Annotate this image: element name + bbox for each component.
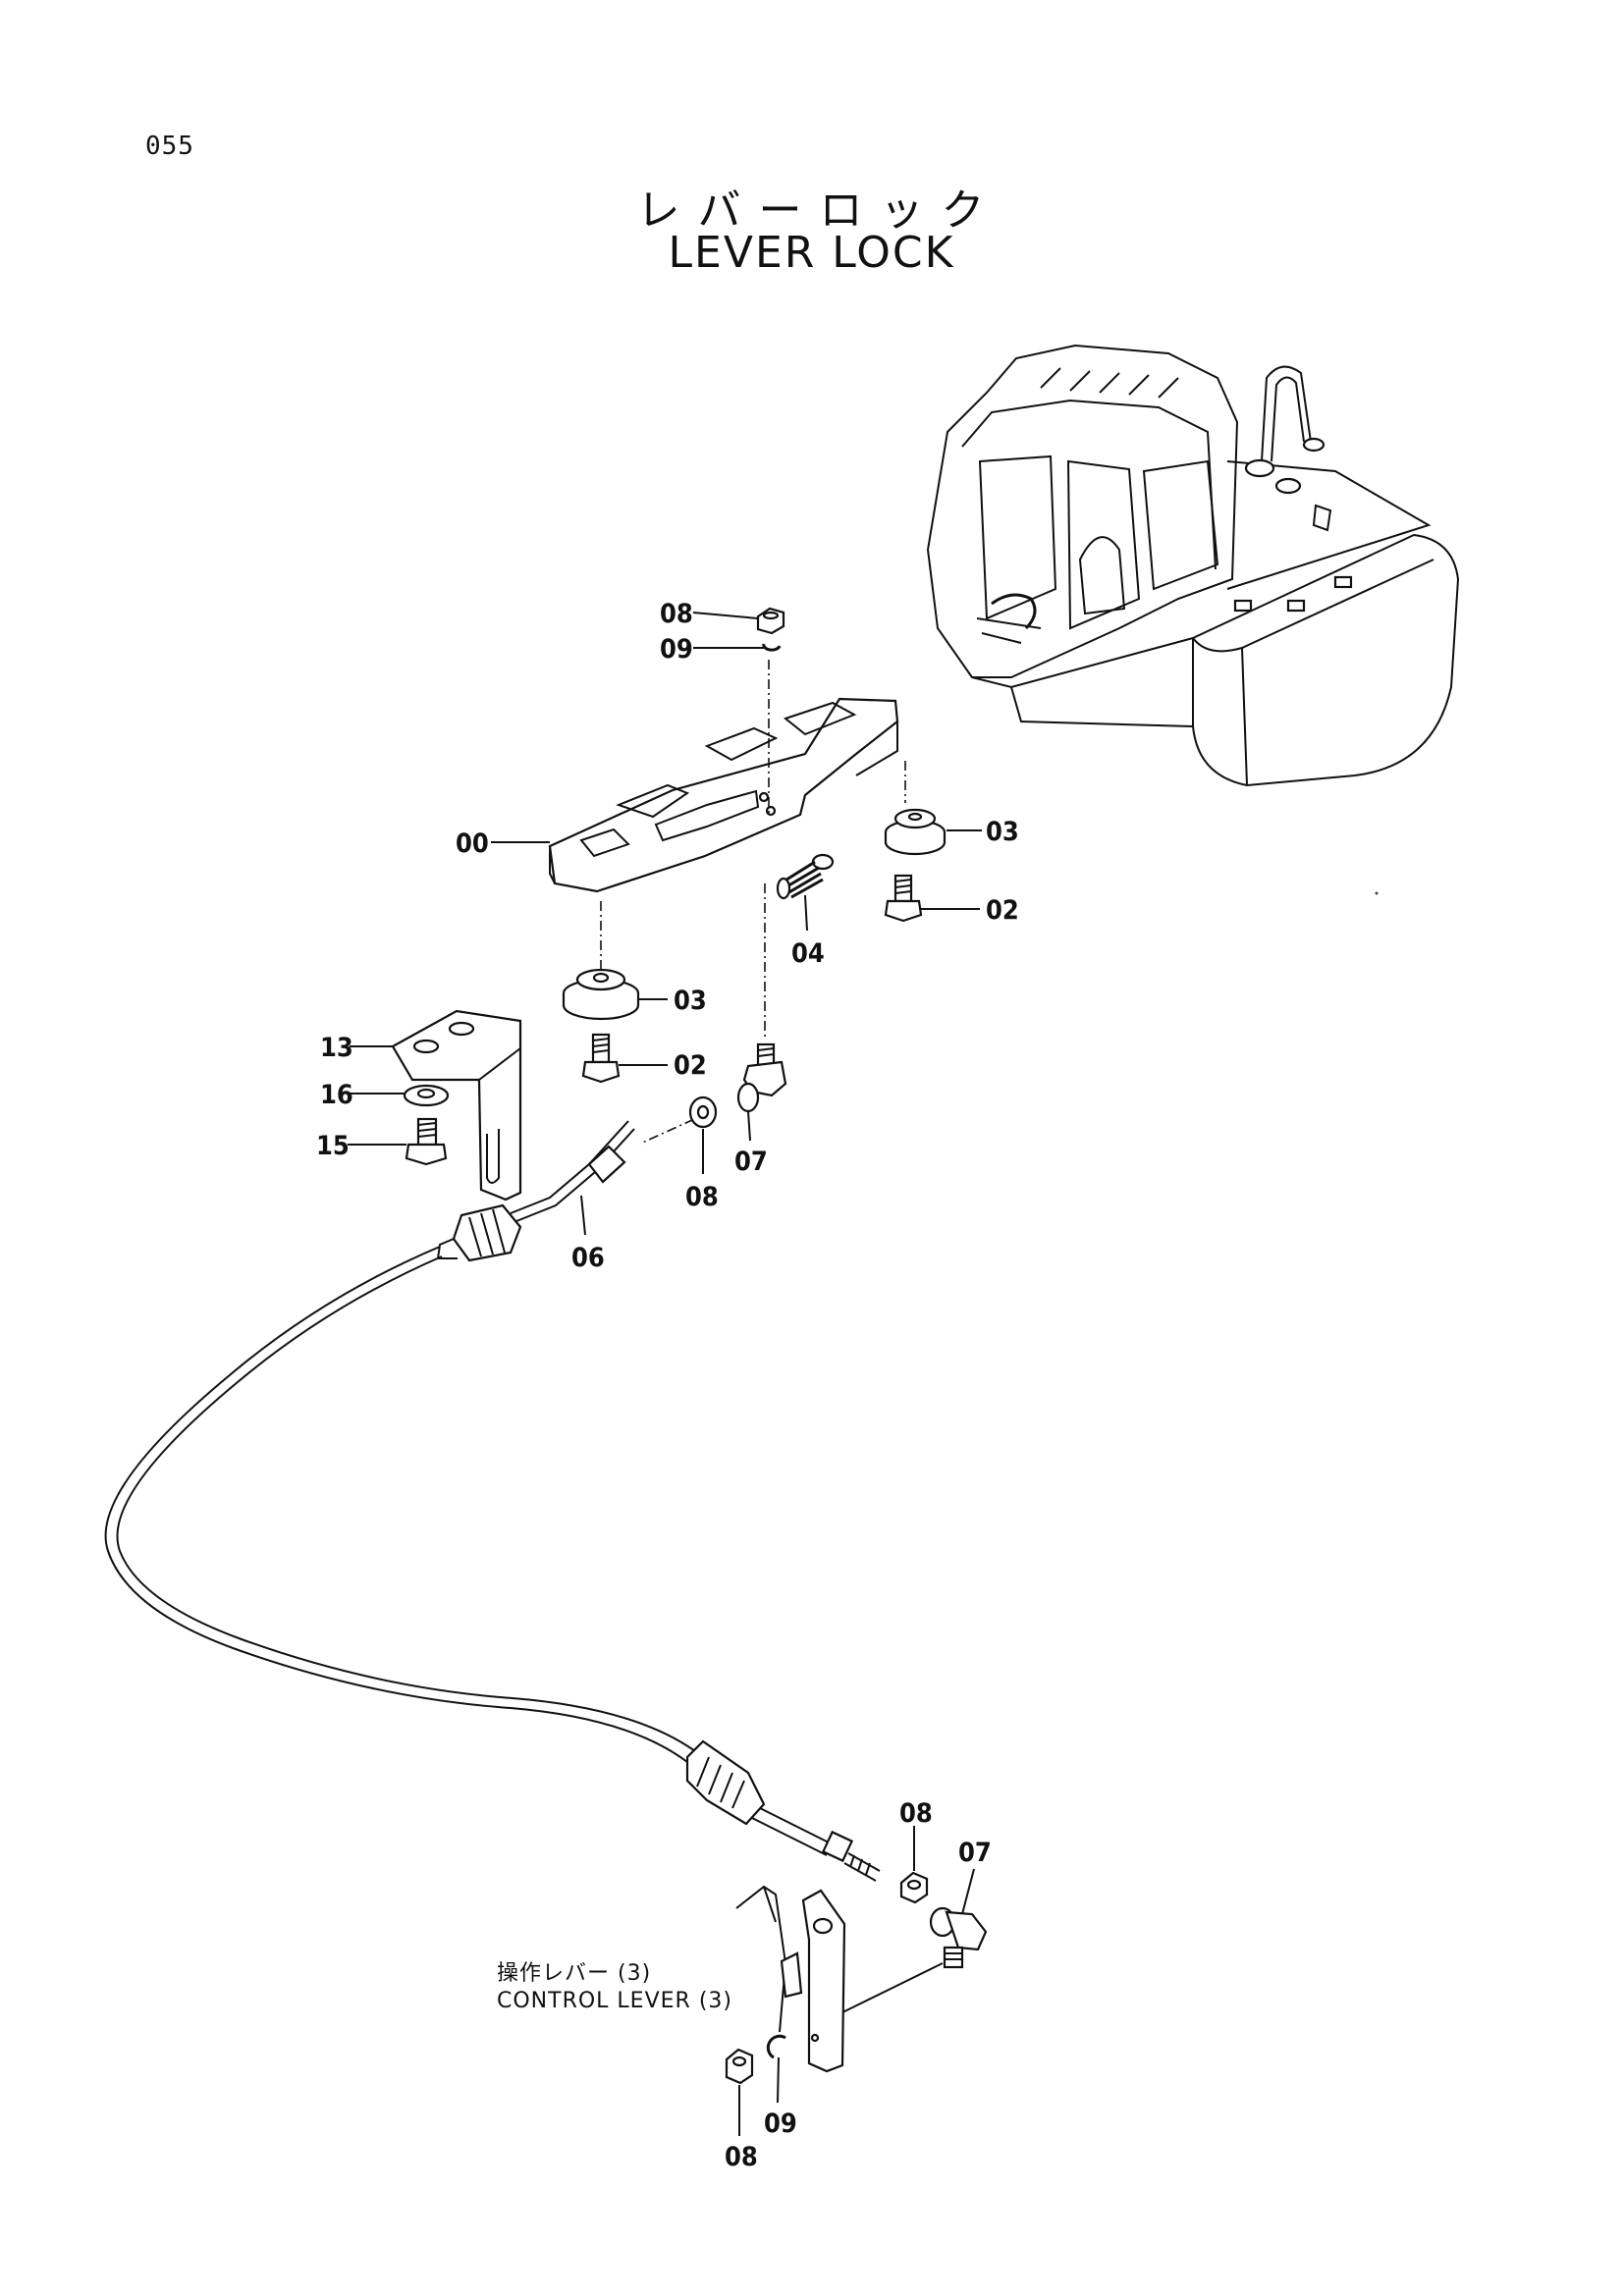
damper-03-right xyxy=(884,808,947,856)
callout-07: 07 xyxy=(734,1147,768,1177)
callout-09: 09 xyxy=(660,634,693,665)
leader-lines xyxy=(348,612,982,2136)
callout-15: 15 xyxy=(316,1131,350,1161)
callout-08: 08 xyxy=(660,599,693,629)
callout-03: 03 xyxy=(674,986,707,1016)
washer-16 xyxy=(403,1084,450,1107)
title-japanese: レバーロック xyxy=(636,186,1002,236)
callout-06: 06 xyxy=(571,1243,605,1273)
control-lever-note-jp: 操作レバー (3) xyxy=(497,1961,652,1986)
assembly-line xyxy=(639,1110,713,1145)
callout-08: 08 xyxy=(899,1798,933,1829)
callout-08: 08 xyxy=(725,2142,758,2172)
callout-02: 02 xyxy=(674,1050,707,1081)
bolt-15 xyxy=(405,1117,448,1166)
cable-06 xyxy=(104,1120,881,1882)
washer-09-top xyxy=(762,643,782,652)
nut-08-mid xyxy=(688,1095,718,1129)
title-english: LEVER LOCK xyxy=(668,228,955,278)
callout-03: 03 xyxy=(986,817,1019,847)
rod-end-07-lower xyxy=(929,1906,988,1969)
page-number: 055 xyxy=(145,132,194,161)
washer-09-lower xyxy=(766,2034,786,2059)
callout-02: 02 xyxy=(986,895,1019,926)
callout-04: 04 xyxy=(791,938,825,969)
spring-04 xyxy=(776,853,835,900)
bolt-02-right xyxy=(884,874,923,923)
excavator-illustration xyxy=(926,344,1460,787)
callout-08: 08 xyxy=(685,1182,719,1212)
nut-08-lower xyxy=(899,1871,929,1904)
callout-16: 16 xyxy=(320,1080,353,1110)
bracket-13 xyxy=(391,1009,522,1201)
control-lever-note-en: CONTROL LEVER (3) xyxy=(497,1989,732,2013)
leader-line xyxy=(826,1962,944,2021)
callout-00: 00 xyxy=(456,828,489,859)
damper-03-left xyxy=(562,968,640,1021)
scan-dot xyxy=(1375,891,1379,895)
nut-08-top xyxy=(756,607,785,635)
callout-07: 07 xyxy=(958,1838,992,1868)
control-lever-bracket xyxy=(735,1885,846,2073)
rod-end-07-upper xyxy=(736,1042,787,1113)
callout-09: 09 xyxy=(764,2109,797,2139)
bracket-plate xyxy=(548,697,899,893)
bolt-02-left xyxy=(581,1033,621,1084)
callout-13: 13 xyxy=(320,1033,353,1063)
nut-08-bottom xyxy=(725,2048,754,2085)
